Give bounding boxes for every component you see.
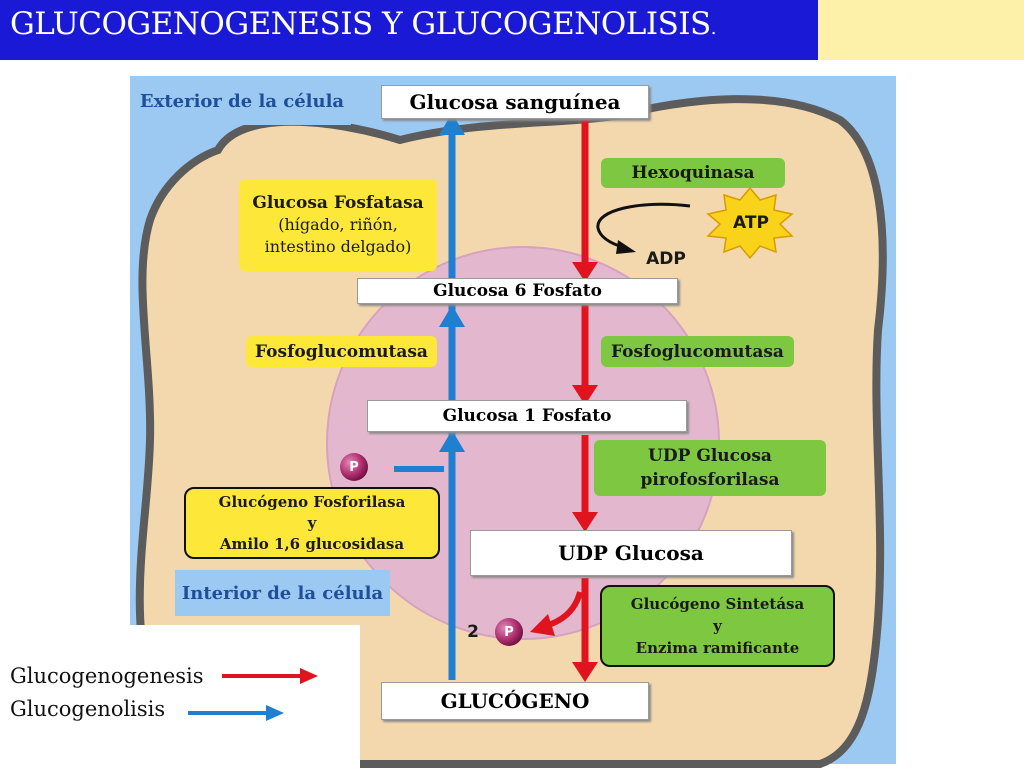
enzyme-glucosa-fosfatasa: Glucosa Fosfatasa (hígado, riñón, intest… <box>239 179 437 271</box>
legend-glucogenogenesis: Glucogenogenesis <box>10 664 204 688</box>
phosphate-ball-1 <box>340 453 368 481</box>
blue-arrowhead-g1p <box>439 430 465 452</box>
blue-arrowhead-top <box>439 113 465 135</box>
legend-background <box>0 625 360 768</box>
enzyme-hexoquinasa: Hexoquinasa <box>601 158 785 188</box>
enzyme-glucogeno-fosforilasa: Glucógeno Fosforilasa y Amilo 1,6 glucos… <box>184 487 440 559</box>
phosphate-ball-2 <box>495 618 523 646</box>
title-accent-strip <box>818 0 1024 60</box>
atp-adp-curve <box>596 202 691 250</box>
page-title: GLUCOGENOGENESIS Y GLUCOGENOLISIS. <box>10 6 717 42</box>
red-arrowhead-g1p <box>572 385 598 405</box>
atp-starburst <box>706 186 794 260</box>
box-glucosa-sanguinea: Glucosa sanguínea <box>381 85 649 119</box>
enzyme-fosfoglucomutasa-right: Fosfoglucomutasa <box>601 336 794 367</box>
enzyme-fosfoglucomutasa-left: Fosfoglucomutasa <box>246 336 437 367</box>
blue-arrowhead-g6p <box>439 305 465 327</box>
legend-glucogenolisis: Glucogenolisis <box>10 697 166 721</box>
atp-label: ATP <box>733 213 769 233</box>
region-label-exterior: Exterior de la célula <box>133 77 351 125</box>
phosphate-label-2: P <box>504 624 514 640</box>
phosphate-count-label: 2 <box>467 622 479 642</box>
atp-adp-arrowhead <box>616 240 636 254</box>
red-arrowhead-glycogen <box>572 662 598 682</box>
box-glucosa-6-fosfato: Glucosa 6 Fosfato <box>357 278 678 304</box>
adp-label: ADP <box>646 249 686 269</box>
red-arrowhead-udpg <box>572 512 598 532</box>
udp-release-arrowhead <box>530 614 555 636</box>
box-glucogeno: GLUCÓGENO <box>381 682 649 720</box>
title-bar: GLUCOGENOGENESIS Y GLUCOGENOLISIS. <box>0 0 818 60</box>
region-label-interior: Interior de la célula <box>175 570 390 616</box>
box-glucosa-1-fosfato: Glucosa 1 Fosfato <box>367 400 687 432</box>
box-udp-glucosa: UDP Glucosa <box>470 530 792 576</box>
legend-blue-arrowhead <box>266 705 284 721</box>
legend-red-arrowhead <box>300 668 318 684</box>
red-arrowhead-g6p <box>572 262 598 282</box>
enzyme-udp-pirofosforilasa: UDP Glucosa pirofosforilasa <box>594 440 826 496</box>
enzyme-glucogeno-sintetasa: Glucógeno Sintetása y Enzima ramificante <box>600 585 835 667</box>
phosphate-label-1: P <box>349 459 359 475</box>
